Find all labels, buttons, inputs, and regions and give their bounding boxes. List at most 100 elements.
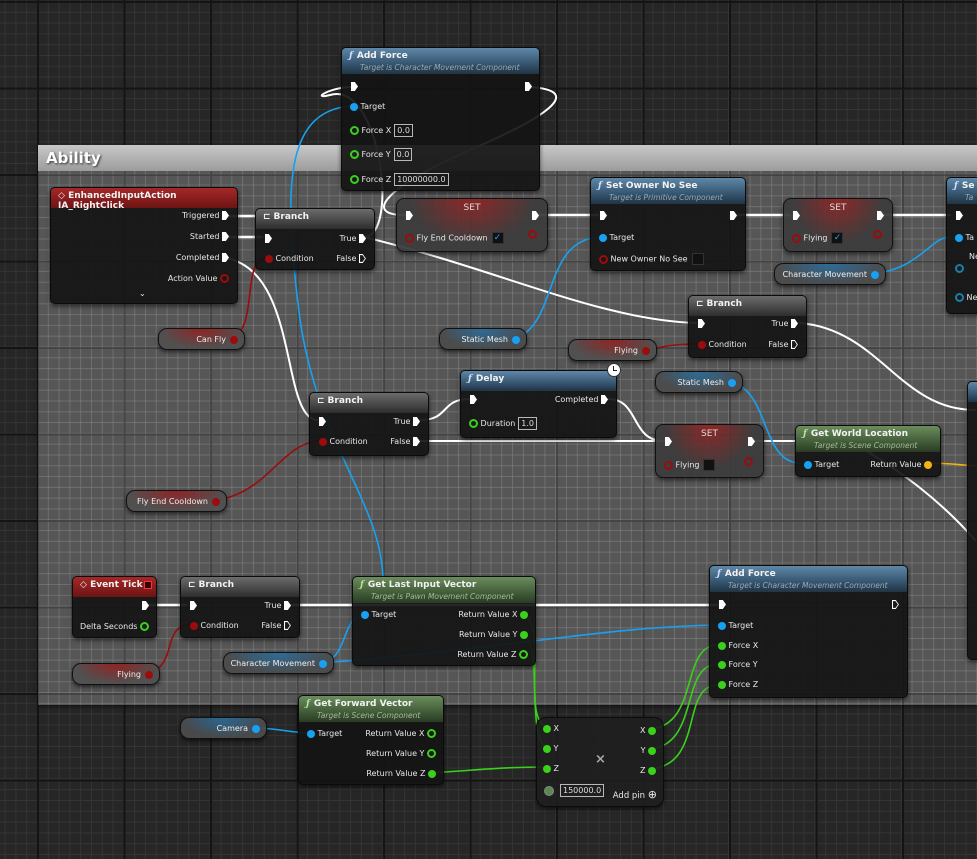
return-y-pin[interactable] <box>520 630 528 639</box>
return-x-pin[interactable] <box>520 610 528 619</box>
exec-out-pin[interactable] <box>142 601 149 610</box>
z-out-pin[interactable] <box>648 766 656 775</box>
node-branch-3[interactable]: ⊏Branch True Condition False <box>309 392 429 456</box>
node-set-flying-false[interactable]: SET Flying <box>655 424 764 478</box>
target-pin[interactable] <box>350 102 358 111</box>
var-out-pin[interactable] <box>728 378 736 387</box>
exec-in-pin[interactable] <box>470 395 477 404</box>
exec-in-pin[interactable] <box>793 211 800 220</box>
pin[interactable] <box>955 264 964 273</box>
force-y-input[interactable]: 0.0 <box>393 148 413 161</box>
var-out-pin[interactable] <box>512 335 520 344</box>
var-static-mesh-1[interactable]: Static Mesh <box>439 328 527 350</box>
force-y-pin[interactable] <box>718 660 726 669</box>
duration-pin[interactable] <box>469 419 478 428</box>
exec-in-pin[interactable] <box>665 437 672 446</box>
value-out-pin[interactable] <box>873 230 882 239</box>
exec-out-pin[interactable] <box>892 600 899 609</box>
var-fly-end-cooldown[interactable]: Fly End Cooldown <box>126 490 227 512</box>
return-y-pin[interactable] <box>427 749 436 758</box>
return-z-pin[interactable] <box>519 650 528 659</box>
var-out-pin[interactable] <box>871 270 879 279</box>
var-camera[interactable]: Camera <box>180 717 267 739</box>
expand-chevron-icon[interactable]: ⌄ <box>139 289 146 298</box>
var-character-movement-2[interactable]: Character Movement <box>223 652 334 674</box>
event-delegate-icon[interactable] <box>144 581 152 589</box>
var-out-pin[interactable] <box>642 346 650 355</box>
node-set-flying-true[interactable]: SET Flying✓ <box>783 198 893 252</box>
target-pin[interactable] <box>599 233 607 242</box>
var-out-pin[interactable] <box>252 724 260 733</box>
exec-in-pin[interactable] <box>600 211 607 220</box>
true-exec-pin[interactable] <box>359 234 366 243</box>
value-in-pin[interactable] <box>792 233 801 243</box>
exec-in-pin[interactable] <box>351 82 358 91</box>
new-owner-no-see-pin[interactable] <box>599 254 608 264</box>
exec-in-pin[interactable] <box>265 234 272 243</box>
true-exec-pin[interactable] <box>284 601 291 610</box>
false-exec-pin[interactable] <box>413 437 420 446</box>
x-out-pin[interactable] <box>648 726 656 735</box>
y-in-pin[interactable] <box>543 744 551 753</box>
triggered-exec-pin[interactable] <box>222 211 229 220</box>
multiplier-input[interactable]: 150000.0 <box>560 784 605 797</box>
false-exec-pin[interactable] <box>284 621 291 630</box>
node-set-fly-end-cooldown[interactable]: SET Fly End Cooldown✓ <box>396 198 548 252</box>
false-exec-pin[interactable] <box>791 340 798 349</box>
extra-pin[interactable] <box>544 785 554 796</box>
node-branch-4[interactable]: ⊏Branch True Condition False <box>180 576 300 638</box>
condition-pin[interactable] <box>190 621 198 630</box>
var-static-mesh-2[interactable]: Static Mesh <box>655 371 743 393</box>
target-pin[interactable] <box>955 233 963 242</box>
exec-in-pin[interactable] <box>719 600 726 609</box>
node-branch-2[interactable]: ⊏Branch True Condition False <box>688 295 807 358</box>
var-character-movement-1[interactable]: Character Movement <box>774 263 886 285</box>
condition-pin[interactable] <box>319 437 327 446</box>
var-can-fly[interactable]: Can Fly <box>158 328 245 350</box>
value-in-pin[interactable] <box>664 460 673 470</box>
condition-pin[interactable] <box>698 340 706 349</box>
value-in-pin[interactable] <box>405 233 414 243</box>
target-pin[interactable] <box>804 460 812 469</box>
true-exec-pin[interactable] <box>791 319 798 328</box>
value-checkbox[interactable]: ✓ <box>831 232 844 244</box>
z-in-pin[interactable] <box>543 764 551 773</box>
force-x-pin[interactable] <box>350 126 359 135</box>
value-checkbox[interactable]: ✓ <box>491 232 504 244</box>
return-value-pin[interactable] <box>924 460 932 469</box>
exec-out-pin[interactable] <box>730 211 737 220</box>
var-out-pin[interactable] <box>319 659 327 668</box>
value-checkbox[interactable] <box>703 459 716 471</box>
force-z-pin[interactable] <box>350 175 359 184</box>
return-z-pin[interactable] <box>428 769 436 778</box>
exec-in-pin[interactable] <box>698 319 705 328</box>
force-x-input[interactable]: 0.0 <box>394 124 413 137</box>
exec-out-pin[interactable] <box>877 211 884 220</box>
node-event-tick[interactable]: ◇ Event Tick Delta Seconds <box>72 576 157 638</box>
exec-in-pin[interactable] <box>319 417 326 426</box>
exec-in-pin[interactable] <box>406 211 413 220</box>
exec-out-pin[interactable] <box>748 437 755 446</box>
exec-in-pin[interactable] <box>190 601 197 610</box>
new-owner-no-see-checkbox[interactable] <box>691 253 704 265</box>
node-partial-right-bottom[interactable] <box>967 381 977 660</box>
completed-exec-pin[interactable] <box>601 395 608 404</box>
target-pin[interactable] <box>361 610 369 619</box>
exec-out-pin[interactable] <box>532 211 539 220</box>
node-partial-right-top[interactable]: ƒSe Ta Ta Ne Ne <box>946 177 977 314</box>
node-input-action[interactable]: ◇ EnhancedInputAction IA_RightClick Trig… <box>50 187 238 304</box>
force-y-pin[interactable] <box>350 150 359 159</box>
true-exec-pin[interactable] <box>413 417 420 426</box>
pin[interactable] <box>955 293 964 302</box>
y-out-pin[interactable] <box>648 746 656 755</box>
node-branch-1[interactable]: ⊏Branch True Condition False <box>255 208 375 270</box>
var-flying-2[interactable]: Flying <box>72 663 160 685</box>
false-exec-pin[interactable] <box>359 254 366 263</box>
target-pin[interactable] <box>718 621 726 630</box>
delta-seconds-pin[interactable] <box>140 622 149 631</box>
